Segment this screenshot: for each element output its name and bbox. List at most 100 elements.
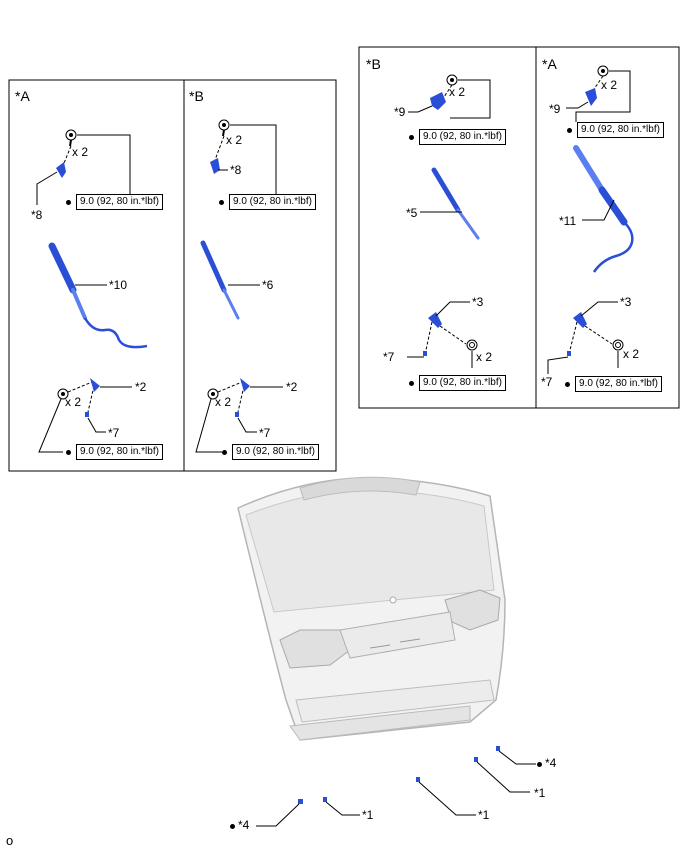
clip-part [573, 312, 587, 328]
torque-bullet-icon [230, 824, 235, 829]
bolt-icon [57, 388, 69, 400]
strut-part [200, 240, 240, 320]
part-label-2: *2 [135, 380, 147, 394]
right-panel-frame [358, 46, 680, 409]
clip-part [474, 757, 478, 762]
leader-line [325, 801, 360, 816]
part-label-7: *7 [108, 426, 120, 440]
bracket-part [210, 158, 220, 174]
torque-bullet-icon [537, 762, 542, 767]
leader-line [435, 301, 470, 317]
torque-spec: 9.0 (92, 80 in.*lbf) [76, 194, 163, 210]
install-path [569, 321, 578, 351]
leader-line [418, 781, 476, 816]
install-path [217, 381, 243, 393]
bolt-icon [207, 388, 219, 400]
part-label-1: *1 [478, 808, 490, 822]
part-label-7: *7 [541, 375, 553, 389]
clip-part [90, 378, 100, 392]
quantity-label: x 2 [476, 350, 493, 364]
torque-bullet-icon [567, 128, 572, 133]
quantity-label: x 2 [65, 395, 82, 409]
bolt-icon [597, 65, 609, 77]
bracket-part [430, 92, 446, 110]
pin-part [567, 351, 571, 356]
left-panel-frame [8, 79, 337, 472]
bolt-icon [65, 129, 77, 147]
part-label-5: *5 [406, 206, 418, 220]
leader-line [476, 761, 530, 793]
leader-line [580, 301, 618, 317]
leader-line [237, 417, 257, 433]
retainer-part [496, 746, 500, 751]
torque-spec: 9.0 (92, 80 in.*lbf) [232, 444, 319, 460]
section-tag-a: *A [542, 56, 557, 72]
pin-part [235, 412, 239, 417]
torque-spec: 9.0 (92, 80 in.*lbf) [577, 122, 664, 138]
pin-part [423, 351, 427, 356]
torque-spec: 9.0 (92, 80 in.*lbf) [419, 375, 506, 391]
torque-bullet-icon [565, 382, 570, 387]
nut-icon [612, 339, 624, 351]
torque-spec: 9.0 (92, 80 in.*lbf) [419, 129, 506, 145]
leader-line [450, 79, 491, 119]
leader-line [575, 70, 631, 122]
torque-bullet-icon [222, 450, 227, 455]
torque-spec: 9.0 (92, 80 in.*lbf) [76, 444, 163, 460]
part-label-11: *11 [559, 214, 577, 228]
torque-bullet-icon [219, 200, 224, 205]
torque-spec: 9.0 (92, 80 in.*lbf) [229, 194, 316, 210]
part-label-1: *1 [534, 786, 546, 800]
quantity-label: x 2 [449, 85, 466, 99]
bolt-icon [446, 74, 458, 86]
install-path [439, 325, 467, 345]
quantity-label: x 2 [601, 78, 618, 92]
part-label-4: *4 [238, 818, 250, 832]
clip-part [416, 777, 420, 782]
bolt-icon [218, 119, 230, 137]
clip-part [240, 378, 250, 392]
part-label-7: *7 [259, 426, 271, 440]
quantity-label: x 2 [215, 395, 232, 409]
strut-part [431, 167, 480, 240]
part-label-9: *9 [549, 102, 561, 116]
nut-icon [466, 339, 478, 351]
leader-line [582, 199, 615, 221]
leader-line [256, 803, 300, 827]
part-label-2: *2 [286, 380, 298, 394]
strut-part [573, 145, 634, 273]
install-path [237, 385, 245, 413]
quantity-label: x 2 [226, 133, 243, 147]
back-door-illustration [237, 476, 506, 741]
torque-bullet-icon [409, 135, 414, 140]
torque-bullet-icon [66, 450, 71, 455]
quantity-label: x 2 [623, 347, 640, 361]
section-tag-a: *A [15, 88, 30, 104]
leader-line [36, 171, 58, 205]
install-path [87, 385, 95, 413]
leader-line [566, 101, 589, 109]
torque-bullet-icon [66, 200, 71, 205]
clip-part [323, 797, 327, 802]
part-label-1: *1 [362, 808, 374, 822]
bracket-part [56, 162, 66, 178]
pin-part [85, 412, 89, 417]
leader-line [547, 356, 569, 374]
clip-part [428, 312, 442, 328]
leader-line [408, 105, 433, 113]
install-path [67, 381, 93, 393]
leader-line [195, 398, 222, 453]
retainer-part [298, 799, 303, 804]
install-path [61, 145, 72, 169]
part-label-7: *7 [383, 350, 395, 364]
figure-code: o [6, 833, 14, 848]
part-label-6: *6 [262, 278, 274, 292]
section-tag-b: *B [189, 88, 204, 104]
part-label-4: *4 [545, 756, 557, 770]
install-path [214, 135, 225, 161]
bracket-part [585, 88, 597, 106]
quantity-label: x 2 [72, 145, 89, 159]
part-label-9: *9 [394, 105, 406, 119]
leader-line [38, 398, 63, 453]
